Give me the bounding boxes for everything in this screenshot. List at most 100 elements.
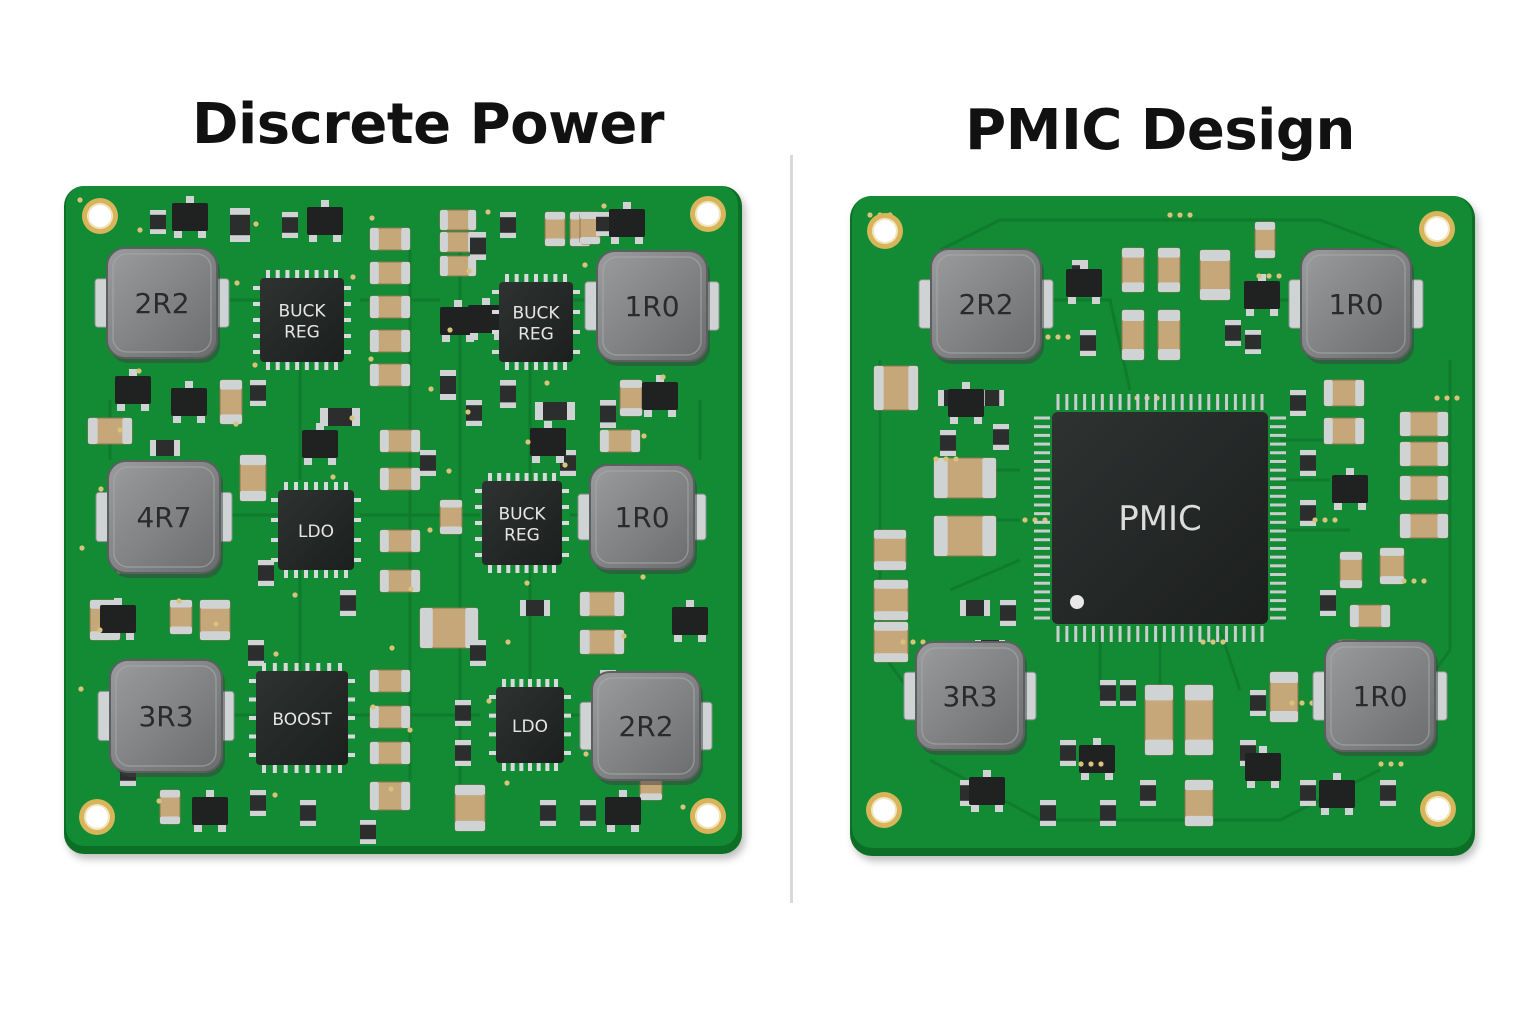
via <box>953 456 959 462</box>
smd-capacitor <box>1144 684 1174 756</box>
mounting-holes <box>79 196 726 835</box>
smd-capacitor <box>1399 513 1449 539</box>
smd-capacitor <box>169 599 193 635</box>
smd-capacitor <box>87 417 133 445</box>
sot-transistor <box>307 200 343 242</box>
smd-capacitor <box>1323 417 1365 445</box>
ic-label: LDO <box>298 522 334 542</box>
sot-transistor <box>530 421 566 463</box>
smd-resistor <box>1225 320 1241 346</box>
smd-resistor <box>1000 600 1016 626</box>
via <box>1045 334 1051 340</box>
smd-resistor <box>360 820 376 844</box>
smd-capacitor <box>873 529 907 571</box>
via <box>330 474 336 480</box>
smd-resistor <box>500 380 516 408</box>
smd-resistor <box>1140 780 1156 806</box>
via <box>621 633 627 639</box>
inductor-label: 1R0 <box>1328 288 1383 321</box>
smd-capacitor <box>933 515 997 557</box>
smd-resistor <box>248 640 264 666</box>
via <box>273 651 279 657</box>
via <box>447 327 453 333</box>
smd-resistor <box>300 800 316 826</box>
smd-resistor <box>600 400 616 428</box>
inductor-label: 1R0 <box>624 290 679 323</box>
via <box>388 786 394 792</box>
via <box>583 751 589 757</box>
pin1-marker <box>1070 595 1084 609</box>
pmic-design-title: PMIC Design <box>965 98 1355 163</box>
smd-capacitor <box>369 705 411 729</box>
via <box>253 221 259 227</box>
smd-capacitor <box>1184 779 1214 827</box>
smd-capacitor <box>369 295 411 319</box>
sot-transistor <box>672 600 708 642</box>
inductor: 2R2 <box>918 248 1054 364</box>
inductor-label: 1R0 <box>614 501 669 534</box>
smd-resistor <box>1060 740 1076 766</box>
smd-resistor <box>466 400 482 426</box>
smd-resistor <box>1250 690 1266 716</box>
smd-capacitor <box>369 261 411 285</box>
via <box>680 804 686 810</box>
smd-capacitor <box>439 209 477 231</box>
via <box>1378 761 1384 767</box>
via <box>446 468 452 474</box>
ic-label: REG <box>504 526 540 546</box>
smd-resistor <box>993 424 1009 450</box>
via <box>1289 700 1295 706</box>
inductor-label: 2R2 <box>134 287 189 320</box>
smd-capacitor <box>199 599 231 641</box>
via <box>1444 395 1450 401</box>
ic-chip: LDO <box>489 679 571 771</box>
smd-resistor <box>455 700 471 726</box>
smd-capacitor <box>579 629 625 655</box>
sot-transistor <box>192 790 228 832</box>
smd-resistor <box>1040 800 1056 826</box>
via <box>1065 334 1071 340</box>
via <box>601 203 607 209</box>
sot-transistor <box>1332 468 1368 510</box>
smd-resistor <box>596 212 612 236</box>
smd-resistor <box>250 380 266 406</box>
via <box>910 639 916 645</box>
via <box>1055 334 1061 340</box>
smd-resistor <box>455 740 471 766</box>
inductor-label: 4R7 <box>136 501 191 534</box>
via <box>98 486 104 492</box>
inductor-label: 2R2 <box>958 288 1013 321</box>
via <box>1078 761 1084 767</box>
smd-capacitor <box>1199 249 1231 301</box>
inductor: 4R7 <box>95 460 233 578</box>
smd-resistor <box>320 408 360 426</box>
via <box>427 527 433 533</box>
pmic-label: PMIC <box>1118 499 1202 539</box>
via <box>292 592 298 598</box>
smd-resistor <box>420 450 436 476</box>
sot-transistor <box>100 598 136 640</box>
inductor: 3R3 <box>903 641 1037 755</box>
sot-transistor <box>948 382 984 424</box>
via <box>465 409 471 415</box>
via <box>525 439 531 445</box>
smd-capacitor <box>379 529 421 553</box>
smd-resistor <box>1320 590 1336 616</box>
smd-capacitor <box>369 363 411 387</box>
smd-resistor <box>1080 330 1096 356</box>
via <box>117 427 123 433</box>
inductor: 2R2 <box>579 671 713 785</box>
smd-capacitor <box>1157 247 1181 293</box>
via <box>407 727 413 733</box>
ic-label: BUCK <box>278 302 326 322</box>
via <box>641 433 647 439</box>
via <box>79 545 85 551</box>
mounting-hole <box>82 198 118 234</box>
via <box>1454 395 1460 401</box>
sot-transistor <box>1245 746 1281 788</box>
mounting-hole <box>690 196 726 232</box>
mounting-hole <box>79 799 115 835</box>
sot-transistor <box>302 423 338 465</box>
